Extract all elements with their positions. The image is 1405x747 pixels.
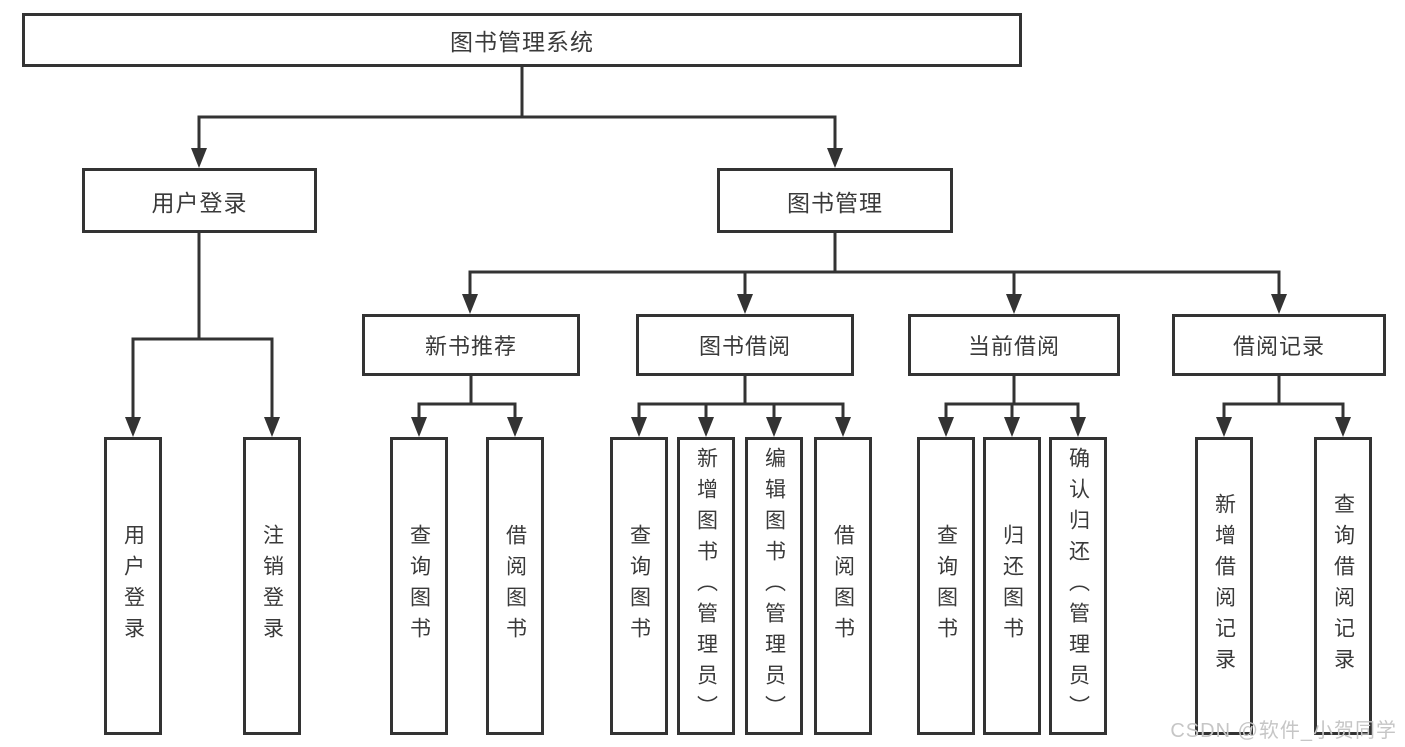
connector-arrow-icon [1271, 294, 1287, 314]
connector-arrow-icon [827, 148, 843, 168]
connector-line [197, 65, 837, 154]
leaf-records-query-record: 查询借阅记录 [1314, 437, 1372, 735]
leaf-borrowing-borrow-books-label: 借阅图书 [831, 524, 855, 648]
leaf-borrowing-add-books-admin: 新增图书（管理员） [677, 437, 735, 735]
connector-arrow-icon [411, 417, 427, 437]
leaf-current-confirm-return-admin: 确认归还（管理员） [1049, 437, 1107, 735]
node-new-book-recommend: 新书推荐 [362, 314, 580, 376]
node-borrow-records-label: 借阅记录 [1232, 334, 1325, 359]
leaf-borrowing-edit-books-admin-label: 编辑图书（管理员） [762, 446, 786, 726]
leaf-newbook-borrow-books: 借阅图书 [486, 437, 544, 735]
node-library-system: 图书管理系统 [22, 13, 1022, 67]
leaf-current-return-books: 归还图书 [983, 437, 1041, 735]
leaf-records-query-record-label: 查询借阅记录 [1331, 493, 1355, 679]
connector-arrow-icon [1006, 294, 1022, 314]
connector-arrow-icon [938, 417, 954, 437]
connector-arrow-icon [698, 417, 714, 437]
connector-arrow-icon [125, 417, 141, 437]
leaf-user-login-label: 用户登录 [121, 524, 145, 648]
leaf-borrowing-edit-books-admin: 编辑图书（管理员） [745, 437, 803, 735]
connector-arrow-icon [737, 294, 753, 314]
node-book-borrowing-label: 图书借阅 [698, 334, 791, 359]
connector-arrow-icon [766, 417, 782, 437]
connector-arrow-icon [507, 417, 523, 437]
connector-arrow-icon [191, 148, 207, 168]
node-book-management: 图书管理 [717, 168, 953, 233]
connector-arrow-icon [1070, 417, 1086, 437]
leaf-borrowing-query-books: 查询图书 [610, 437, 668, 735]
node-current-borrowing-label: 当前借阅 [967, 334, 1060, 359]
leaf-newbook-borrow-books-label: 借阅图书 [503, 524, 527, 648]
node-new-book-recommend-label: 新书推荐 [424, 334, 517, 359]
leaf-borrowing-borrow-books: 借阅图书 [814, 437, 872, 735]
node-borrow-records: 借阅记录 [1172, 314, 1386, 376]
leaf-user-login: 用户登录 [104, 437, 162, 735]
connector-arrow-icon [264, 417, 280, 437]
connector-arrow-icon [1216, 417, 1232, 437]
leaf-current-query-books-label: 查询图书 [934, 524, 958, 648]
connector-line [944, 374, 1080, 423]
connector-line [637, 374, 845, 423]
leaf-newbook-query-books-label: 查询图书 [407, 524, 431, 648]
connector-arrow-icon [462, 294, 478, 314]
connector-arrow-icon [631, 417, 647, 437]
leaf-records-add-record-label: 新增借阅记录 [1212, 493, 1236, 679]
leaf-logout: 注销登录 [243, 437, 301, 735]
csdn-watermark: CSDN @软件_小贺同学 [1170, 720, 1397, 742]
leaf-current-confirm-return-admin-label: 确认归还（管理员） [1066, 446, 1090, 726]
node-book-borrowing: 图书借阅 [636, 314, 854, 376]
leaf-current-return-books-label: 归还图书 [1000, 524, 1024, 648]
node-current-borrowing: 当前借阅 [908, 314, 1120, 376]
node-user-login: 用户登录 [82, 168, 317, 233]
connector-line [1222, 374, 1345, 423]
node-user-login-label: 用户登录 [151, 189, 248, 216]
connector-line [131, 231, 274, 423]
leaf-records-add-record: 新增借阅记录 [1195, 437, 1253, 735]
connector-arrow-icon [1335, 417, 1351, 437]
connector-line [417, 374, 517, 423]
connector-arrow-icon [835, 417, 851, 437]
leaf-borrowing-query-books-label: 查询图书 [627, 524, 651, 648]
leaf-borrowing-add-books-admin-label: 新增图书（管理员） [694, 446, 718, 726]
node-library-system-label: 图书管理系统 [450, 29, 594, 55]
leaf-newbook-query-books: 查询图书 [390, 437, 448, 735]
connector-arrow-icon [1004, 417, 1020, 437]
leaf-current-query-books: 查询图书 [917, 437, 975, 735]
leaf-logout-label: 注销登录 [260, 524, 284, 648]
connector-line [468, 231, 1281, 300]
node-book-management-label: 图书管理 [787, 189, 883, 216]
